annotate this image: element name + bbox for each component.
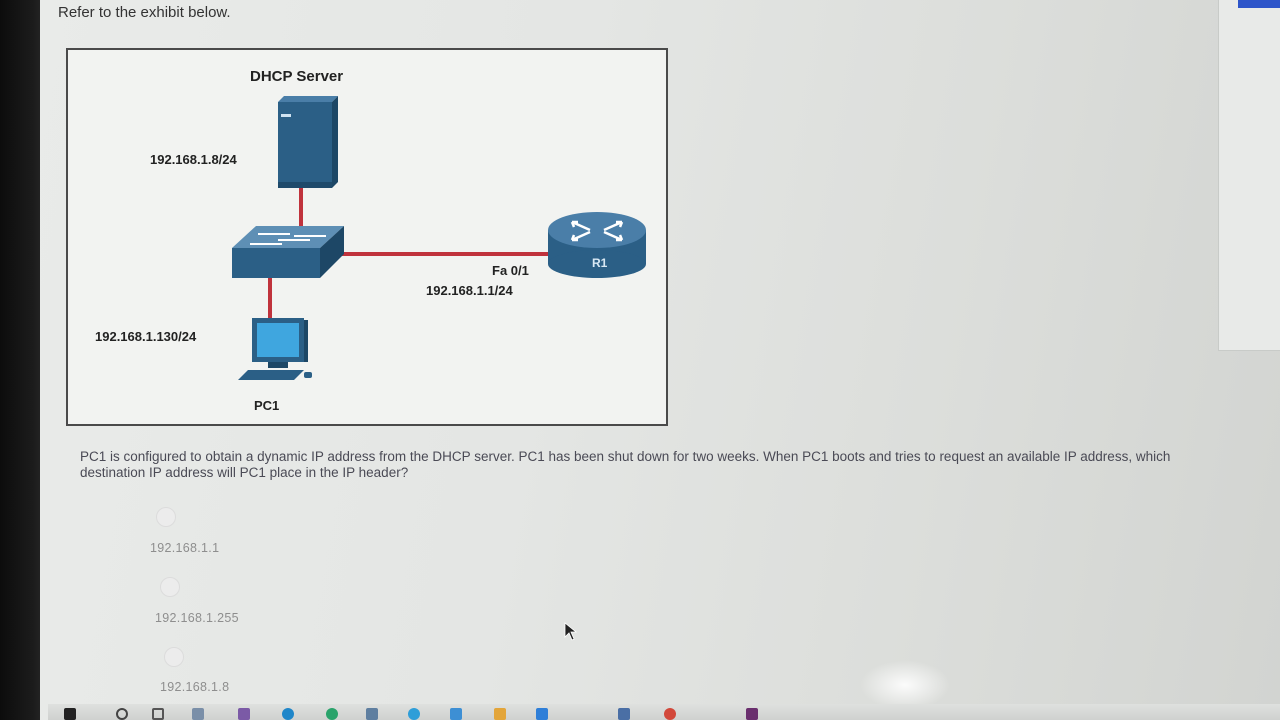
side-panel — [1218, 0, 1280, 351]
edge-icon[interactable] — [282, 708, 294, 720]
chrome-icon[interactable] — [326, 708, 338, 720]
question-text: PC1 is configured to obtain a dynamic IP… — [80, 449, 1171, 480]
option-radio-1[interactable] — [156, 507, 176, 527]
instruction-text: Refer to the exhibit below. — [58, 4, 231, 21]
server-ip-label: 192.168.1.8/24 — [150, 152, 237, 167]
chat-icon[interactable] — [238, 708, 250, 720]
pc-icon — [238, 318, 312, 380]
mail-icon[interactable] — [450, 708, 462, 720]
accent-strip — [1238, 0, 1280, 8]
option-radio-3[interactable] — [164, 647, 184, 667]
app-icon-4[interactable] — [664, 708, 676, 720]
widgets-icon[interactable] — [192, 708, 204, 720]
router-ip-label: 192.168.1.1/24 — [426, 283, 513, 298]
app-icon[interactable] — [494, 708, 506, 720]
pc-name-label: PC1 — [254, 398, 280, 413]
topology-diagram — [232, 96, 646, 380]
option-label-2[interactable]: 192.168.1.255 — [155, 611, 239, 625]
app-icon-5[interactable] — [746, 708, 758, 720]
server-icon — [278, 96, 338, 188]
option-radio-2[interactable] — [160, 577, 180, 597]
app-icon-2[interactable] — [536, 708, 548, 720]
pc-ip-label: 192.168.1.130/24 — [95, 329, 197, 344]
server-title: DHCP Server — [250, 68, 344, 85]
mouse-cursor-icon — [564, 622, 578, 641]
router-interface-label: Fa 0/1 — [492, 263, 529, 278]
option-label-1[interactable]: 192.168.1.1 — [150, 541, 220, 555]
folder-icon[interactable] — [366, 708, 378, 720]
screen-glare — [860, 660, 950, 710]
router-name-label: R1 — [592, 256, 608, 270]
router-icon — [548, 212, 646, 278]
search-icon[interactable] — [116, 708, 128, 720]
store-icon[interactable] — [408, 708, 420, 720]
app-icon-3[interactable] — [618, 708, 630, 720]
switch-icon — [232, 226, 344, 278]
start-icon[interactable] — [64, 708, 76, 720]
task-view-icon[interactable] — [152, 708, 164, 720]
option-label-3[interactable]: 192.168.1.8 — [160, 680, 230, 694]
network-exhibit: DHCP Server 192.168.1.8/24 192.168.1.130… — [66, 48, 668, 426]
